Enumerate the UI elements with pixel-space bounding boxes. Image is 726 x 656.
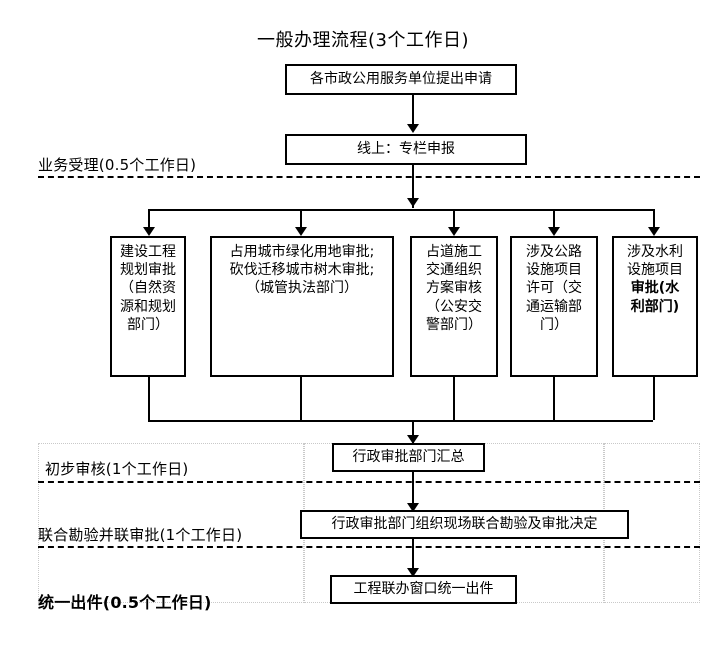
connector-online-bus <box>412 165 414 208</box>
fanout-branch-water <box>653 209 655 231</box>
diagram-title: 一般办理流程(3个工作日) <box>257 30 469 51</box>
stage-label-prelim: 初步审核(1个工作日) <box>45 460 189 478</box>
node-summary-label: 行政审批部门汇总 <box>352 449 465 466</box>
stage-label-delivery: 统一出件(0.5个工作日) <box>38 593 212 612</box>
arrowhead-water <box>648 227 660 236</box>
node-traffic[interactable]: 占道施工 交通组织 方案审核 （公安交 警部门） <box>410 236 498 377</box>
connector-bus-summary <box>412 420 414 444</box>
node-onsite-label: 行政审批部门组织现场联合勘验及审批决定 <box>331 516 598 533</box>
arrowhead-online-bus <box>407 198 419 207</box>
fanin-branch-planning <box>148 377 150 420</box>
stage-label-joint: 联合勘验并联审批(1个工作日) <box>38 526 243 544</box>
node-traffic-label: 占道施工 交通组织 方案审核 （公安交 警部门） <box>426 244 482 333</box>
arrowhead-bus-summary <box>407 435 419 444</box>
node-greenland[interactable]: 占用城市绿化用地审批; 砍伐迁移城市树木审批; （城管执法部门） <box>210 236 394 377</box>
node-highway-label: 涉及公路 设施项目 许可（交 通运输部 门） <box>526 244 582 333</box>
fanout-bus <box>148 209 653 211</box>
arrowhead-planning <box>143 227 155 236</box>
arrowhead-highway <box>548 227 560 236</box>
connector-apply-online <box>412 95 414 125</box>
node-water-label: 涉及水利 设施项目 审批(水 利部门) <box>627 244 683 315</box>
node-online[interactable]: 线上：专栏申报 <box>285 134 527 165</box>
fanin-branch-highway <box>553 377 555 420</box>
connector-summary-onsite <box>412 472 414 506</box>
node-highway[interactable]: 涉及公路 设施项目 许可（交 通运输部 门） <box>510 236 598 377</box>
fanin-branch-water <box>653 377 655 420</box>
node-water[interactable]: 涉及水利 设施项目 审批(水 利部门) <box>612 236 698 377</box>
fanout-branch-greenland <box>300 209 302 231</box>
fanout-branch-planning <box>148 209 150 231</box>
node-onsite[interactable]: 行政审批部门组织现场联合勘验及审批决定 <box>300 510 629 539</box>
node-planning-label: 建设工程 规划审批 （自然资 源和规划 部门） <box>120 244 176 333</box>
node-output-label: 工程联办窗口统一出件 <box>353 581 494 598</box>
fanin-branch-traffic <box>453 377 455 420</box>
node-greenland-label: 占用城市绿化用地审批; 砍伐迁移城市树木审批; （城管执法部门） <box>229 244 375 297</box>
stage-separator-joint <box>38 546 700 548</box>
fanin-branch-greenland <box>300 377 302 420</box>
arrowhead-traffic <box>448 227 460 236</box>
arrowhead-summary-onsite <box>407 503 419 512</box>
node-planning[interactable]: 建设工程 规划审批 （自然资 源和规划 部门） <box>110 236 186 377</box>
node-summary[interactable]: 行政审批部门汇总 <box>332 443 485 472</box>
connector-onsite-output <box>412 539 414 572</box>
fanin-bus <box>148 420 653 422</box>
node-apply-label: 各市政公用服务单位提出申请 <box>310 71 492 88</box>
fanout-branch-traffic <box>453 209 455 231</box>
fanout-branch-highway <box>553 209 555 231</box>
arrowhead-greenland <box>295 227 307 236</box>
arrowhead-apply-online <box>407 124 419 133</box>
stage-separator-prelim <box>38 481 700 483</box>
node-output[interactable]: 工程联办窗口统一出件 <box>330 575 517 604</box>
node-apply[interactable]: 各市政公用服务单位提出申请 <box>285 64 517 95</box>
node-online-label: 线上：专栏申报 <box>357 141 455 158</box>
arrowhead-onsite-output <box>407 568 419 577</box>
stage-separator-intake <box>38 176 700 178</box>
stage-label-intake: 业务受理(0.5个工作日) <box>38 156 197 174</box>
